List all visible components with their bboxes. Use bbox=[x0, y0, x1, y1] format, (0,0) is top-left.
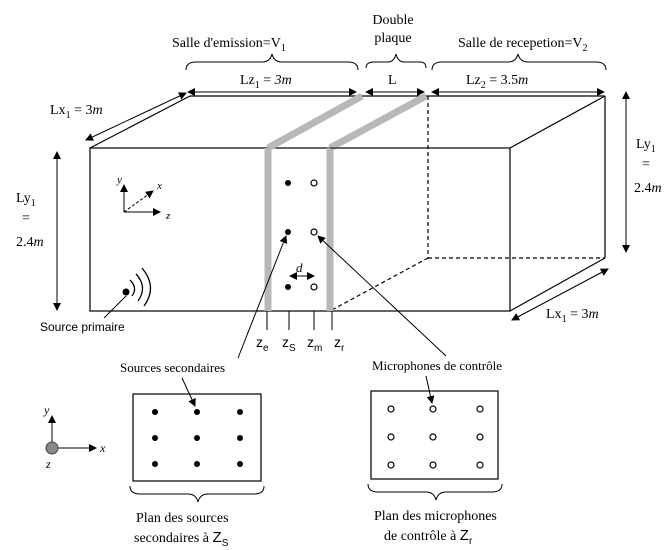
axis-y-label: y bbox=[116, 174, 122, 186]
sources-grid bbox=[152, 409, 243, 467]
brace-reception bbox=[431, 53, 607, 71]
panel-source bbox=[152, 409, 158, 415]
ly1-left-label: Ly1 bbox=[16, 191, 36, 209]
axis-x-label: x bbox=[156, 180, 162, 192]
brace-emission bbox=[185, 53, 359, 71]
panel-source bbox=[194, 461, 200, 467]
bottom-braces bbox=[129, 483, 503, 503]
primary-source-leader bbox=[103, 295, 127, 319]
secondary-source bbox=[285, 229, 291, 235]
secondary-source-leader bbox=[237, 235, 288, 359]
double-plate-line2: plaque bbox=[374, 31, 411, 46]
panel-source bbox=[237, 435, 243, 441]
panel-source bbox=[237, 409, 243, 415]
mics-caption-line1: Plan des microphones bbox=[374, 509, 497, 524]
emission-room-label: Salle d'emission=V1 bbox=[172, 36, 286, 54]
sources-caption-line2: secondaires à ZS bbox=[134, 529, 229, 549]
top-right-edge bbox=[509, 95, 606, 149]
axis-z-label: z bbox=[165, 210, 171, 222]
plane-ticks bbox=[266, 311, 333, 330]
panel-mic bbox=[476, 433, 484, 441]
ly1-right-value: 2.4m bbox=[634, 181, 662, 196]
mics-grid bbox=[387, 405, 484, 469]
secondary-source bbox=[285, 180, 291, 186]
panel-source bbox=[194, 435, 200, 441]
brace-plate bbox=[365, 53, 427, 69]
ly1-right-label: Ly1 bbox=[636, 137, 656, 155]
lz2-label: Lz2 = 3.5m bbox=[466, 73, 528, 91]
panel-mic bbox=[476, 461, 484, 469]
bottom-right-edge bbox=[509, 257, 606, 312]
front-face bbox=[89, 147, 511, 312]
sources-caption-line1: Plan des sources bbox=[136, 511, 229, 526]
control-mic bbox=[310, 228, 318, 236]
panel-mic bbox=[476, 405, 484, 413]
plate1-top bbox=[266, 92, 364, 152]
panel-mic bbox=[387, 461, 395, 469]
lx1-right-label: Lx1 = 3m bbox=[546, 307, 599, 325]
source-wave-icon bbox=[129, 267, 152, 307]
top-braces bbox=[185, 53, 607, 71]
secondary-sources-label: Sources secondaires bbox=[120, 360, 225, 375]
global-z-label: z bbox=[45, 457, 51, 471]
panel-mic bbox=[387, 433, 395, 441]
sources-panel-pointer bbox=[181, 377, 196, 407]
mics-brace bbox=[367, 483, 503, 501]
panel-source bbox=[194, 409, 200, 415]
global-y-label: y bbox=[43, 403, 50, 417]
global-z-out-icon bbox=[45, 441, 59, 455]
sources-brace bbox=[129, 485, 265, 503]
control-mic bbox=[310, 179, 318, 187]
double-plate bbox=[264, 92, 428, 311]
plate-points bbox=[285, 179, 318, 291]
mics-panel bbox=[370, 390, 499, 480]
panel-mic bbox=[429, 405, 437, 413]
secondary-source bbox=[285, 284, 291, 290]
d-label: d bbox=[296, 260, 303, 275]
panel-source bbox=[152, 435, 158, 441]
ly1-left-eq: = bbox=[22, 211, 30, 226]
control-mic bbox=[310, 283, 318, 291]
global-axes bbox=[48, 415, 97, 452]
panel-mic bbox=[387, 405, 395, 413]
panel-mic bbox=[429, 433, 437, 441]
axis-x-arrow bbox=[123, 190, 154, 213]
panel-source bbox=[152, 461, 158, 467]
lx1-left-label: Lx1 = 3m bbox=[50, 103, 103, 121]
primary-source-label: Source primaire bbox=[40, 320, 125, 334]
room-box bbox=[89, 95, 606, 312]
lz1-label: Lz1 = 3m bbox=[240, 73, 292, 91]
lx1-left-arrow bbox=[85, 92, 187, 141]
control-mic-leader bbox=[317, 235, 447, 357]
panel-mic bbox=[429, 461, 437, 469]
double-plate-line1: Double bbox=[372, 13, 413, 28]
top-left-edge bbox=[89, 95, 191, 149]
mics-panel-pointer bbox=[425, 375, 435, 404]
lx1-right-arrow bbox=[511, 268, 609, 321]
plate2-top bbox=[328, 92, 428, 152]
ze-label: ze bbox=[256, 334, 269, 354]
zs-label: zS bbox=[282, 334, 296, 354]
control-mics-label: Microphones de contrôle bbox=[372, 358, 502, 373]
reception-room-label: Salle de recepetion=V2 bbox=[458, 36, 588, 54]
ly1-left-value: 2.4m bbox=[16, 235, 44, 250]
mics-caption-line2: de contrôle à Zr bbox=[384, 527, 473, 547]
L-label: L bbox=[388, 73, 397, 88]
hidden-diagonal bbox=[329, 257, 429, 312]
ly1-right-eq: = bbox=[642, 157, 650, 172]
zr-label: zr bbox=[334, 334, 345, 354]
global-x-label: x bbox=[99, 441, 106, 455]
primary-source-dot bbox=[122, 288, 130, 296]
zm-label: zm bbox=[307, 334, 322, 354]
sources-panel bbox=[132, 393, 262, 482]
panel-source bbox=[237, 461, 243, 467]
room-axes bbox=[120, 184, 161, 216]
